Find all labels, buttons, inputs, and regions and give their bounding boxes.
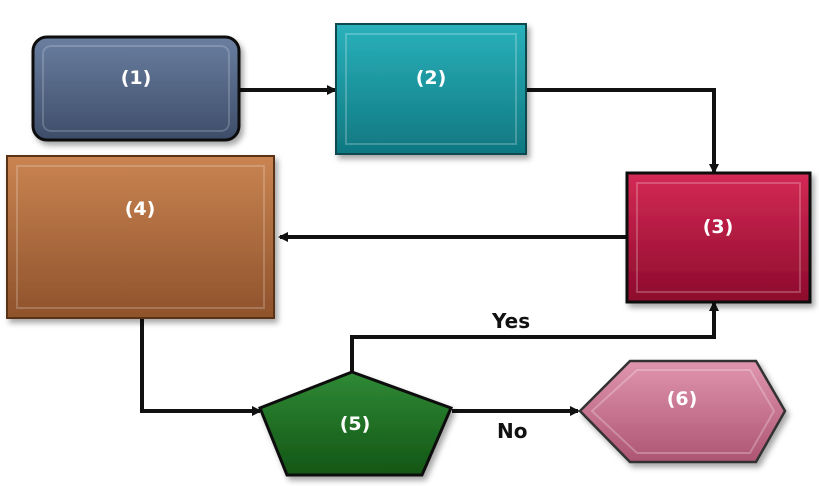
node-4-number: (4) <box>125 198 156 220</box>
edge-2-to-3 <box>527 88 719 174</box>
node-3-number: (3) <box>703 216 734 238</box>
node-2: (2) <box>335 23 527 155</box>
edge-5-to-3-yes <box>350 301 719 372</box>
node-6-number: (6) <box>667 388 698 410</box>
yes-label: Yes <box>491 309 530 333</box>
node-5: (5) <box>258 370 454 477</box>
node-1-number: (1) <box>121 67 152 89</box>
node-3: (3) <box>625 171 812 304</box>
no-label: No <box>497 419 527 443</box>
node-6: (6) <box>578 359 787 464</box>
node-4: (4) <box>6 155 275 319</box>
node-2-number: (2) <box>416 67 447 89</box>
connectors <box>140 85 719 416</box>
node-5-number: (5) <box>340 413 371 435</box>
node-1: (1) <box>31 35 241 142</box>
edge-4-to-5 <box>140 318 262 416</box>
